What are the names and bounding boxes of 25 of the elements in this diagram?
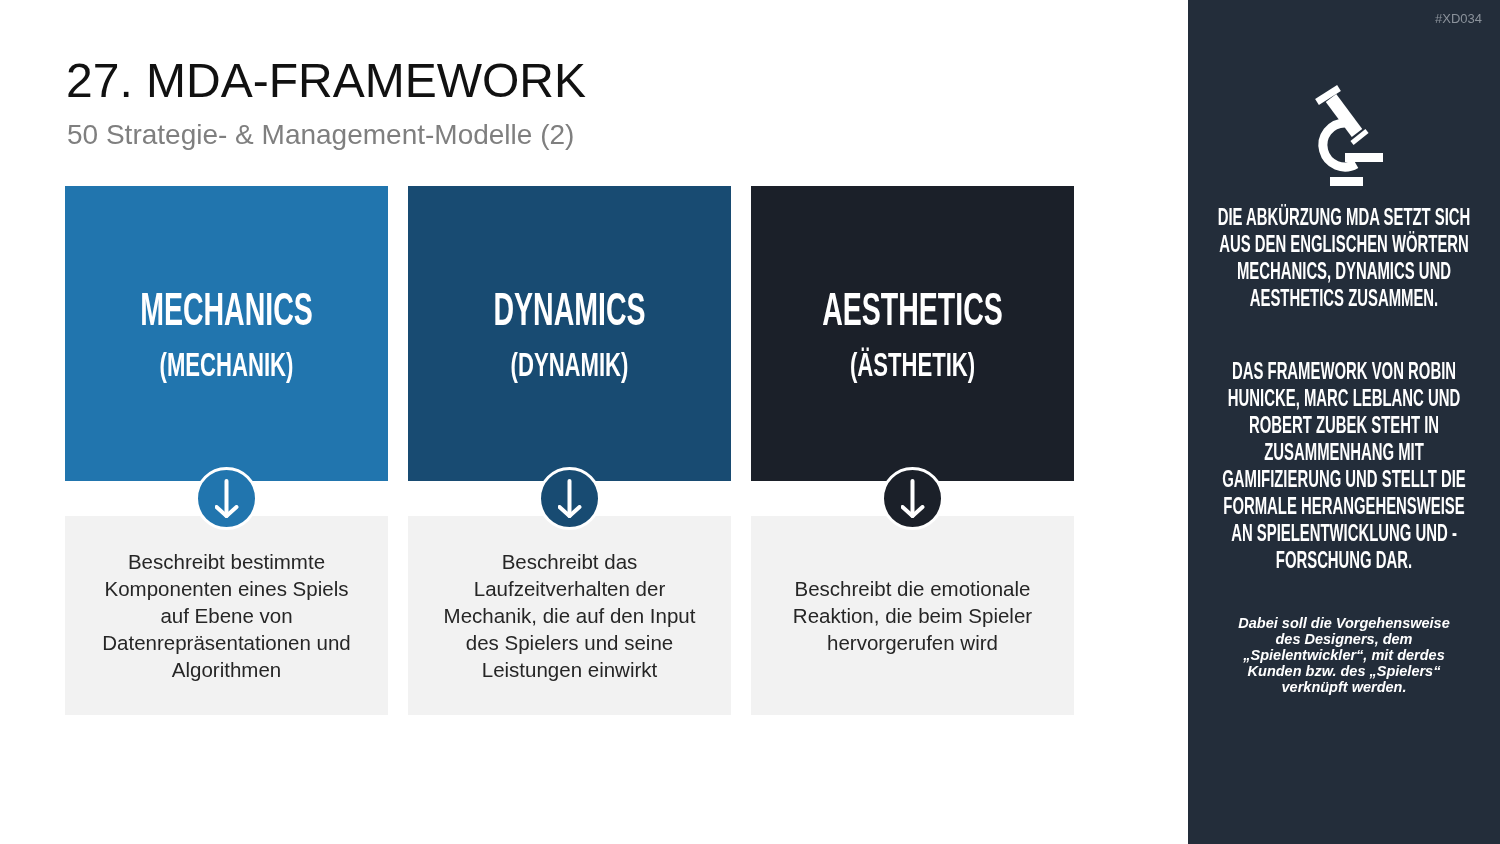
slide-code: #XD034 — [1435, 11, 1482, 27]
slide-title: 27. MDA-FRAMEWORK — [66, 53, 587, 109]
card-subheading: (ÄSTHETIK) — [848, 344, 977, 384]
description-card — [65, 516, 388, 715]
sidebar-panel — [1188, 0, 1500, 844]
concept-card — [751, 186, 1074, 481]
sidebar-text: DAS FRAMEWORK VON ROBIN HUNICKE, MARC LEBLANC UND ROBERT ZUBEK STEHT IN ZUSAMMENHANG MIT GAMIFIZIERUNG UND STELLT DIE FORMALE HERANGEHENSWEISE AN SPIELENTWICKLUNG UND -FORSCHUNG DAR. — [1221, 357, 1467, 573]
arrow — [214, 479, 239, 518]
card-heading: DYNAMICS — [492, 284, 647, 334]
concept-card — [65, 186, 388, 481]
card-subheading: (DYNAMIK) — [509, 344, 630, 384]
description-text: Beschreibt das Laufzeitverhalten der Mechanik, die auf den Input des Spielers und seine Leistungen einwirkt — [442, 549, 697, 683]
card-heading: AESTHETICS — [821, 284, 1004, 334]
card-subheading: (MECHANIK) — [158, 344, 295, 384]
description-text: Beschreibt die emotionale Reaktion, die beim Spieler hervorgerufen wird — [791, 576, 1034, 656]
sidebar-note: Dabei soll die Vorgehensweise des Designers, dem „Spielentwickler“, mit derdes Kunden bzw. des „Spielers“ verknüpft werden. — [1237, 615, 1451, 695]
description-card — [408, 516, 731, 715]
slide-subtitle: 50 Strategie- & Management-Modelle (2) — [67, 118, 575, 152]
description-text: Beschreibt bestimmte Komponenten eines Spiels auf Ebene von Datenrepräsentationen und Algorithmen — [101, 549, 352, 683]
sidebar-text: DIE ABKÜRZUNG MDA SETZT SICH AUS DEN ENGLISCHEN WÖRTERN MECHANICS, DYNAMICS UND AESTHETICS ZUSAMMEN. — [1216, 203, 1472, 311]
description-card — [751, 516, 1074, 715]
arrow — [900, 479, 925, 518]
card-heading: MECHANICS — [139, 284, 314, 334]
arrow — [557, 479, 582, 518]
concept-card — [408, 186, 731, 481]
